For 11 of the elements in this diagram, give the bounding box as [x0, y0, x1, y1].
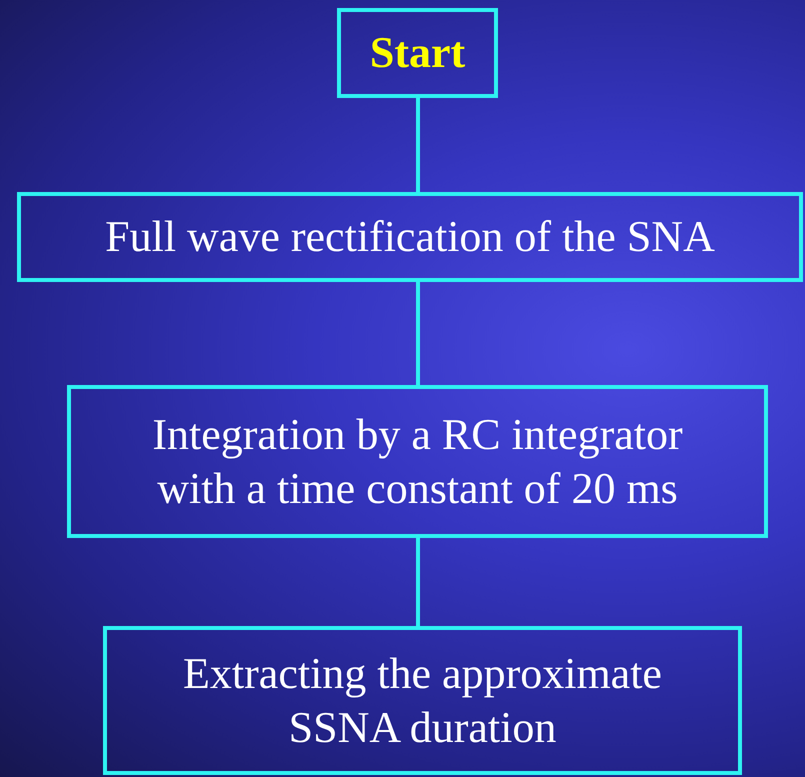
process-box [17, 192, 803, 282]
process-box [103, 626, 742, 775]
connector-line [416, 282, 420, 385]
box-label: Integration by a RC integrator with a time constant of 20 ms [151, 408, 684, 514]
connector-line [416, 98, 420, 192]
box-label: Full wave rectification of the SNA [105, 211, 715, 263]
process-box [67, 385, 768, 538]
start-box [337, 8, 498, 98]
connector-line [416, 538, 420, 626]
box-label: Start [370, 27, 466, 79]
box-label: Extracting the approximate SSNA duration [182, 648, 663, 754]
